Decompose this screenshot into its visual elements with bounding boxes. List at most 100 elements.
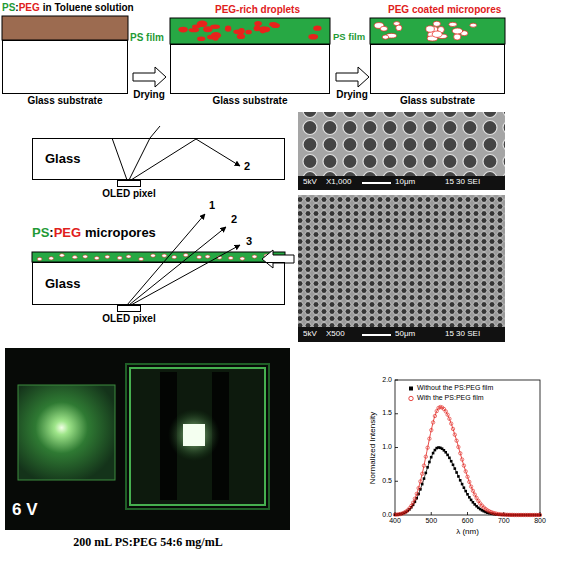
data-marker (448, 417, 451, 420)
text-line: Normalized Intensity (368, 411, 377, 483)
layer-label: PS film (130, 32, 164, 43)
coated-pore (151, 254, 156, 257)
coated-pore (454, 34, 461, 40)
step-label: Drying (336, 89, 368, 100)
text-line: 200 mL PS:PEG 54:6 mg/mL (73, 536, 222, 550)
coated-pore (228, 256, 233, 259)
glass-substrate: Glass substrate (170, 44, 330, 94)
data-marker (473, 493, 476, 496)
data-marker (435, 409, 438, 412)
light-ray (112, 138, 127, 180)
process-arrow (133, 67, 166, 87)
reflected-ray (131, 139, 240, 180)
oled-photo (5, 348, 290, 530)
text-line: PS film (130, 32, 164, 44)
process-arrow (336, 67, 369, 87)
coated-pore (252, 255, 257, 258)
oled-pixel: OLED pixel (117, 180, 141, 187)
text-label: PS (32, 225, 49, 240)
glass-substrate: Glass (32, 262, 285, 305)
light-ray (131, 245, 240, 305)
legend-text: With the PS:PEG film (417, 394, 484, 402)
node-label: Glass substrate (27, 95, 102, 107)
data-marker (430, 456, 433, 459)
text-line: 2 (231, 213, 237, 226)
data-marker (444, 410, 447, 413)
data-marker (468, 496, 471, 499)
data-marker (421, 472, 424, 475)
peg-droplet (192, 25, 200, 29)
data-marker (423, 477, 426, 480)
text-line: PEG-rich droplets (215, 4, 300, 16)
coated-pore (205, 255, 210, 258)
text-label: : (49, 225, 53, 240)
tick-label: 400 (389, 517, 401, 524)
peg-droplet (254, 21, 262, 26)
data-marker (433, 414, 436, 417)
oled-pixel: OLED pixel (117, 305, 141, 312)
callout-number: 2 (244, 160, 250, 172)
node-label: OLED pixel (102, 188, 155, 200)
ps-film-layer (370, 18, 505, 44)
text-line: 10μm (395, 177, 415, 186)
step-label: Drying (133, 89, 165, 100)
tick (395, 481, 398, 482)
reference-device (18, 385, 115, 480)
legend-text: Without the PS:PEG film (417, 384, 493, 392)
data-marker (424, 455, 427, 458)
coated-pore (139, 257, 144, 260)
ps-film-layer (170, 18, 330, 44)
text-line: 400 (389, 517, 401, 525)
data-marker (408, 507, 411, 510)
text-line: 500 (425, 517, 437, 525)
axis-title: Normalized Intensity (368, 411, 377, 483)
text-label: PEG (19, 2, 40, 13)
sem-info: 5kV (303, 329, 317, 338)
data-marker (461, 483, 464, 486)
spectrum-chart (393, 380, 541, 517)
sem-info: 5kV (303, 177, 317, 186)
coated-pore (449, 22, 457, 26)
film-device (130, 368, 265, 505)
data-marker (430, 428, 433, 431)
text-line: 1.0 (382, 443, 392, 451)
tick (395, 413, 398, 414)
text-label: PEG (54, 225, 81, 240)
sem-image (298, 112, 505, 190)
node-label: Glass (45, 152, 80, 167)
tick-label: 800 (534, 517, 546, 524)
coated-pore (197, 256, 202, 259)
text-line: X500 (326, 329, 345, 338)
coated-pore (172, 256, 177, 259)
plot-frame (395, 380, 540, 515)
text-line: PS:PEGin Toluene solution (2, 2, 134, 14)
device-glow (126, 364, 269, 509)
tick-label: 500 (425, 517, 437, 524)
droplets (178, 21, 476, 42)
text-line: 0.0 (382, 511, 392, 519)
text-line: Drying (336, 89, 368, 101)
text-line: 800 (534, 517, 546, 525)
data-marker (457, 445, 460, 448)
data-marker (415, 492, 418, 495)
tick-label: 1.5 (382, 409, 392, 416)
peg-droplet (225, 25, 231, 31)
toluene-solution-layer (2, 16, 128, 40)
data-marker (425, 472, 428, 475)
sem-info: 50μm (395, 329, 415, 338)
data-marker (417, 486, 420, 489)
text-line: 2.0 (382, 376, 392, 384)
data-marker (444, 451, 447, 454)
text-label: in Toluene solution (43, 2, 134, 13)
coated-pore (126, 255, 131, 258)
sem-info: 15 30 SEI (445, 177, 480, 186)
text-line: 5kV (303, 329, 317, 338)
data-marker (410, 504, 413, 507)
coated-pore (433, 21, 440, 26)
node-label: Glass (45, 276, 80, 291)
sem-info: X1,000 (326, 177, 351, 186)
text-line: 0.5 (382, 477, 392, 485)
coated-pore (382, 35, 388, 39)
